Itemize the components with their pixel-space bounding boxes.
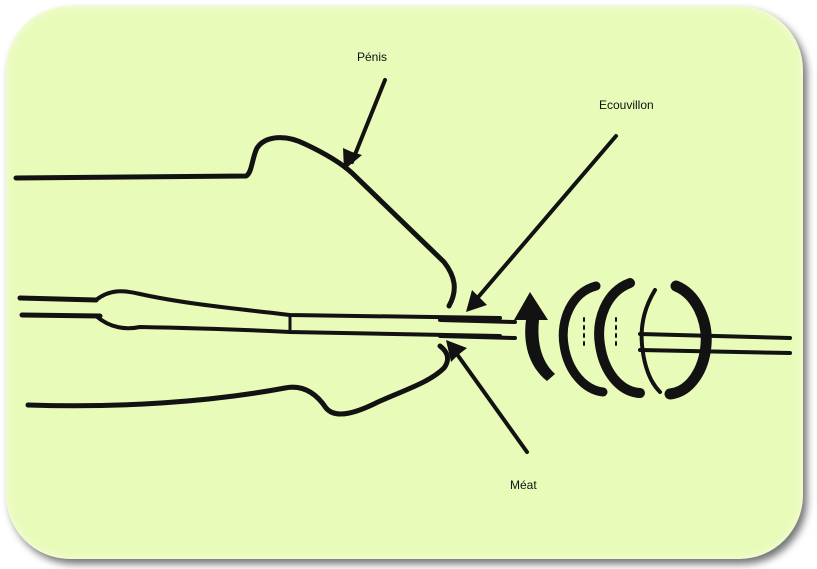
swab-label: Ecouvillon (599, 98, 654, 112)
penis-arrow-line (352, 80, 385, 162)
rotation-arrow (514, 292, 555, 381)
rotation-ring-3 (670, 286, 706, 394)
penis-label: Pénis (357, 50, 387, 64)
swab-head (96, 291, 500, 336)
meatus-label: Méat (510, 478, 537, 492)
rotation-ring-2 (599, 283, 640, 393)
penis-lower-outline (28, 346, 447, 414)
swab-shaft (440, 320, 515, 338)
penis-arrow-head (343, 148, 362, 170)
meatus-arrow-line (454, 350, 527, 452)
penis-upper-outline (16, 138, 454, 306)
body-contour-line-lower (22, 315, 100, 316)
body-contour-line (20, 298, 96, 300)
rotation-ring-3-inner (642, 290, 660, 392)
swab-shaft-right (640, 334, 790, 353)
swab-arrow-line (474, 136, 616, 302)
